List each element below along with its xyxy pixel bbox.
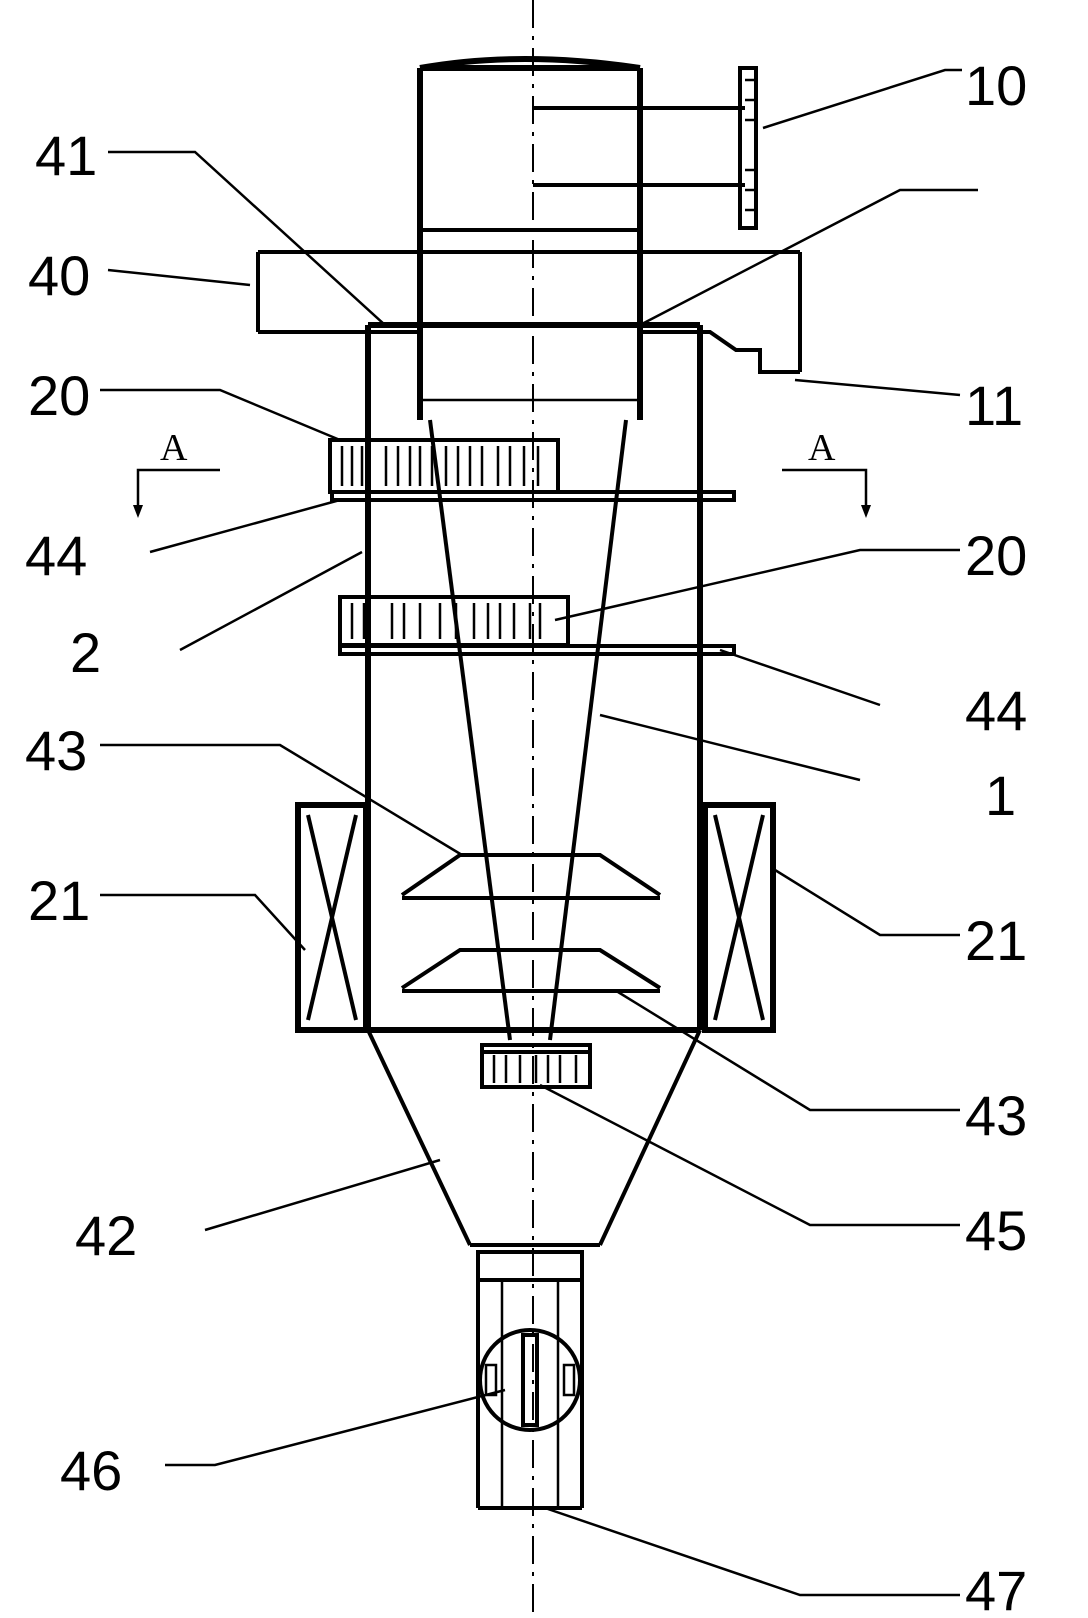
lower-support-plate	[338, 644, 736, 656]
label-40: 40	[28, 244, 90, 307]
label-43-lower: 43	[965, 1084, 1027, 1147]
label-21-right: 21	[965, 909, 1027, 972]
label-1: 1	[985, 764, 1016, 827]
inner-cone	[428, 419, 628, 1041]
section-mark-right: A	[782, 427, 871, 518]
baffle-lower	[400, 948, 662, 993]
label-45: 45	[965, 1199, 1027, 1262]
lower-impeller	[338, 595, 736, 656]
outlet-pipe	[417, 56, 643, 420]
discharge-pipe	[476, 1250, 584, 1510]
label-11: 11	[965, 374, 1023, 437]
upper-impeller	[328, 438, 736, 502]
label-44-upper: 44	[25, 524, 87, 587]
label-20-lower: 20	[965, 524, 1027, 587]
label-21-left: 21	[28, 869, 90, 932]
coil-right	[702, 802, 776, 1033]
label-47: 47	[965, 1559, 1027, 1618]
side-outlet-flange	[533, 66, 758, 230]
conical-hopper	[366, 1029, 702, 1247]
baffle-upper	[400, 853, 662, 900]
inlet-duct	[256, 250, 802, 374]
label-43-upper: 43	[25, 719, 87, 782]
section-letter-right: A	[808, 427, 836, 469]
label-2: 2	[70, 621, 101, 684]
upper-support-plate	[330, 490, 736, 502]
bottom-impeller	[480, 1043, 592, 1089]
label-44-lower: 44	[965, 679, 1027, 742]
label-41: 41	[35, 124, 97, 187]
coil-left	[295, 802, 369, 1033]
label-10: 10	[965, 54, 1027, 117]
label-42: 42	[75, 1204, 137, 1267]
rotary-valve	[478, 1328, 582, 1432]
label-46: 46	[60, 1439, 122, 1502]
label-20-upper: 20	[28, 364, 90, 427]
section-letter-left: A	[160, 427, 188, 469]
leader-lines	[100, 68, 978, 1597]
section-mark-left: A	[133, 427, 220, 518]
